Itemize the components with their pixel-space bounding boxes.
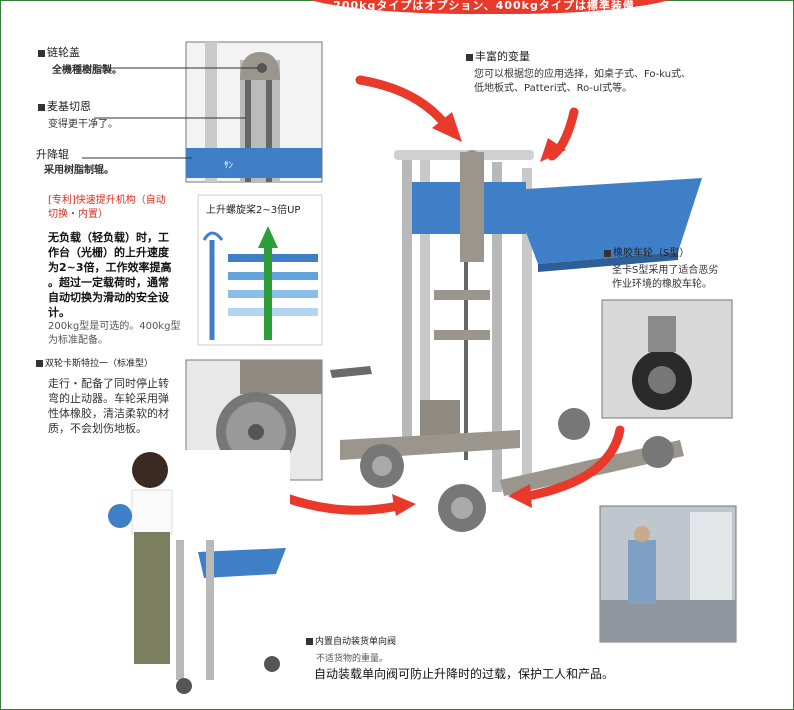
arrow-heads <box>392 112 566 516</box>
chain-cover-photo: ｻﾝ <box>185 41 323 183</box>
speed-graphic-label: 上升螺旋桨2~3倍UP <box>206 205 301 216</box>
clean-desc: 变得更干净了。 <box>48 119 118 130</box>
variety-heading: 丰富的变量 <box>466 48 530 64</box>
caster-line-3: 性体橡胶，清洁柔软的材 <box>48 407 169 420</box>
quick-lift-line-5: 自动切换为滑动的安全设 <box>48 291 169 304</box>
roller-heading: 升降辊 <box>36 148 69 161</box>
quick-lift-note-2: 为标准配备。 <box>48 335 108 346</box>
valve-note: 不适货物的重量。 <box>316 654 389 664</box>
chain-cover-heading: 链轮盖 <box>38 44 80 60</box>
rubber-desc: 圣卡S型采用了适合恶劣 作业环境的橡胶车轮。 <box>612 264 718 292</box>
quick-lift-note: 200kg型是可选的。400kg型 为标准配备。 <box>48 320 180 348</box>
quick-lift-line-1: 无负载（轻负载）时，工 <box>48 231 169 244</box>
factory-photo <box>599 505 737 643</box>
variety-line-1: 您可以根据您的应用选择，如桌子式、Fo-ku式、 <box>474 69 692 80</box>
caster-heading: 双轮卡斯特拉一（标准型） <box>36 356 153 369</box>
banner-text: 200kgタイプはオプション、400kgタイプは標準装備。 <box>333 0 647 12</box>
caster-desc: 走行・配备了同时停止转 弯的止动器。车轮采用弹 性体橡胶，清洁柔软的材 质，不会… <box>48 376 169 436</box>
valve-heading: 内置自动装货单向阀 <box>306 634 396 647</box>
speed-graphic <box>197 194 323 346</box>
caster-line-4: 质，不会划伤地板。 <box>48 422 147 435</box>
quick-lift-line-3: 为2~3倍，工作效率提高 <box>48 261 172 274</box>
variety-desc: 您可以根据您的应用选择，如桌子式、Fo-ku式、 低地板式、Patteri式、R… <box>474 68 691 96</box>
chain-cover-desc: 全機種樹脂製。 <box>52 65 122 76</box>
rubber-heading: 橡胶车轮（S型） <box>604 244 689 259</box>
valve-main: 自动装载单向阀可防止升降时的过载，保护工人和产品。 <box>314 667 615 681</box>
worker-photo <box>108 450 290 694</box>
quick-lift-note-1: 200kg型是可选的。400kg型 <box>48 321 181 332</box>
top-banner: 200kgタイプはオプション、400kgタイプは標準装備。 <box>290 0 690 14</box>
svg-text:ｻﾝ: ｻﾝ <box>224 160 234 171</box>
quick-lift-tag: [专利]快速提升机构（自动切换・内置） <box>48 195 166 220</box>
caster-line-2: 弯的止动器。车轮采用弹 <box>48 392 169 405</box>
roller-desc: 采用树脂制辊。 <box>44 165 114 176</box>
rubber-line-1: 圣卡S型采用了适合恶劣 <box>612 265 719 276</box>
quick-lift-line-4: 。超过一定载荷时，通常 <box>48 276 169 289</box>
quick-lift-line-6: 计。 <box>48 306 70 319</box>
clean-heading: 麦基切恩 <box>38 98 91 114</box>
rubber-line-2: 作业环境的橡胶车轮。 <box>612 279 712 290</box>
rubber-wheel-photo <box>601 299 733 419</box>
caster-line-1: 走行・配备了同时停止转 <box>48 377 169 390</box>
variety-line-2: 低地板式、Patteri式、Ro-ul式等。 <box>474 83 633 94</box>
quick-lift-desc: 无负载（轻负载）时，工 作台（光栅）的上升速度 为2~3倍，工作效率提高 。超过… <box>48 230 172 320</box>
quick-lift-line-2: 作台（光栅）的上升速度 <box>48 246 169 259</box>
